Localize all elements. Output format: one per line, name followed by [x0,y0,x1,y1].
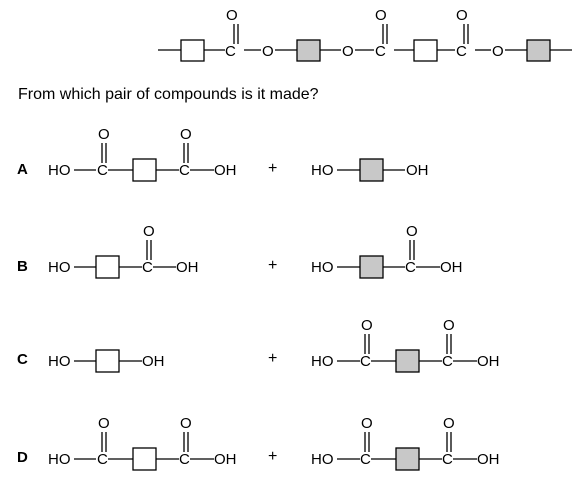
svg-text:O: O [443,415,455,432]
option-b-left-compound: HO C O OH [48,223,199,279]
option-c-right-compound: HO C O C O OH [311,317,500,373]
svg-text:O: O [143,223,155,240]
option-a-right-compound: HO OH [311,158,429,182]
svg-text:OH: OH [477,353,500,370]
polymer-carbon-2: C [375,43,386,60]
svg-text:O: O [98,126,110,143]
svg-text:O: O [180,126,192,143]
svg-text:HO: HO [48,259,71,276]
svg-text:OH: OH [176,259,199,276]
polymer-oxygen-2: O [342,43,354,60]
svg-text:O: O [98,415,110,432]
svg-text:OH: OH [440,259,463,276]
polymer-oxygen-3: O [492,43,504,60]
option-a-left-compound: HO C O C O OH [48,126,237,182]
svg-text:HO: HO [48,353,71,370]
svg-text:HO: HO [48,162,71,179]
svg-text:O: O [443,317,455,334]
polymer-carbonyl-oxygen-3: O [456,7,468,24]
option-c-left-compound: HO OH [48,349,165,373]
polymer-carbon-3: C [456,43,467,60]
option-d-left-compound: HO C O C O OH [48,415,237,471]
svg-text:C: C [179,162,190,179]
svg-text:C: C [97,162,108,179]
svg-text:O: O [406,223,418,240]
option-d-right-compound: HO C O C O OH [311,415,500,471]
svg-text:OH: OH [214,451,237,468]
option-c-plus: + [268,350,278,367]
svg-text:HO: HO [311,451,334,468]
svg-text:C: C [442,353,453,370]
option-a-plus: + [268,160,278,177]
polymer-carbon-1: C [225,43,236,60]
polymer-carbonyl-oxygen-1: O [226,7,238,24]
svg-text:HO: HO [311,162,334,179]
option-b-plus: + [268,257,278,274]
svg-text:C: C [442,451,453,468]
option-d-plus: + [268,448,278,465]
svg-text:C: C [142,259,153,276]
svg-text:C: C [179,451,190,468]
svg-text:C: C [360,451,371,468]
svg-text:OH: OH [477,451,500,468]
svg-text:OH: OH [214,162,237,179]
svg-text:O: O [180,415,192,432]
svg-text:HO: HO [311,259,334,276]
svg-text:OH: OH [142,353,165,370]
svg-text:C: C [405,259,416,276]
question-text: From which pair of compounds is it made? [18,86,319,103]
option-d-letter[interactable]: D [17,449,28,466]
option-a-letter[interactable]: A [17,161,28,178]
polymer-carbonyl-oxygen-2: O [375,7,387,24]
polymer-structure: C O O O C O C O O [158,7,572,62]
option-c-letter[interactable]: C [17,351,28,368]
option-b-right-compound: HO C O OH [311,223,463,279]
svg-text:O: O [361,415,373,432]
option-b-letter[interactable]: B [17,258,28,275]
svg-text:HO: HO [311,353,334,370]
svg-text:O: O [361,317,373,334]
svg-text:C: C [360,353,371,370]
svg-text:OH: OH [406,162,429,179]
svg-text:C: C [97,451,108,468]
polymer-oxygen-1: O [262,43,274,60]
svg-text:HO: HO [48,451,71,468]
